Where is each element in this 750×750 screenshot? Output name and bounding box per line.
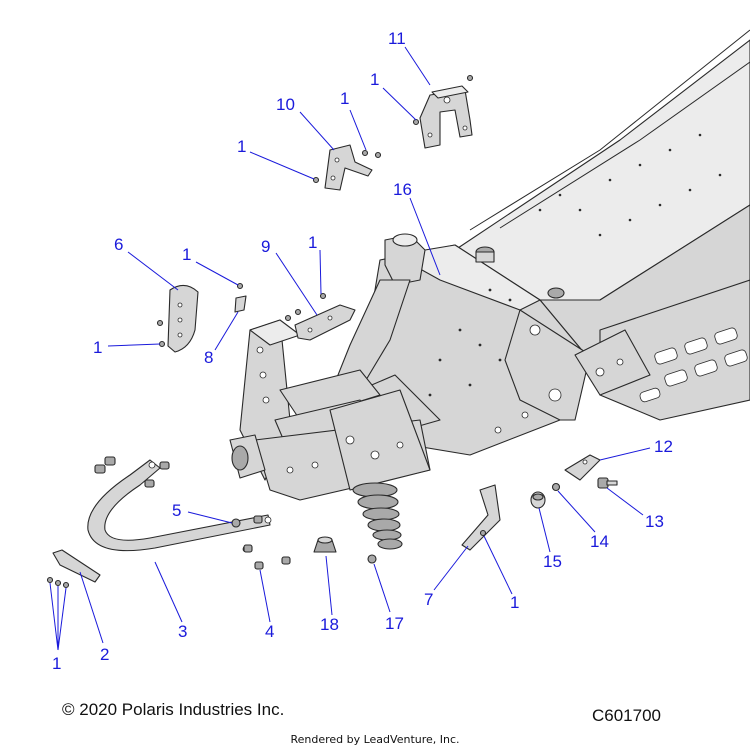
callout-labels: 11 1 10 1 1 16 6 1 9 1 8 1 12 5 13 14 15… xyxy=(52,29,673,673)
render-credit: Rendered by LeadVenture, Inc. xyxy=(290,733,460,746)
copyright-text: © 2020 Polaris Industries Inc. xyxy=(62,700,285,719)
callout-1: 1 xyxy=(510,593,519,612)
screw-6b xyxy=(158,340,166,348)
callout-16: 16 xyxy=(393,180,412,199)
callout-3: 3 xyxy=(178,622,187,641)
screw-8 xyxy=(236,282,244,290)
callout-1: 1 xyxy=(52,654,61,673)
front-frame xyxy=(229,319,431,501)
part-12-arm xyxy=(564,454,601,481)
bulkhead-holes xyxy=(428,288,562,434)
screw-10b xyxy=(374,151,382,159)
part-9-bracket xyxy=(294,304,356,341)
part-10-bracket xyxy=(324,144,373,191)
screw-9c xyxy=(294,308,302,316)
screw-2c xyxy=(62,581,70,589)
screw-6a xyxy=(156,319,164,327)
leader-lines xyxy=(49,46,651,651)
screw-9a xyxy=(319,292,327,300)
screw-11b xyxy=(466,74,474,82)
callout-15: 15 xyxy=(543,552,562,571)
part-6-panel xyxy=(167,284,199,353)
callout-1: 1 xyxy=(182,245,191,264)
part-5-nut xyxy=(231,518,241,528)
diagram-code: C601700 xyxy=(592,706,662,725)
part-11-bracket xyxy=(419,85,473,149)
screw-2a xyxy=(46,576,54,584)
callout-18: 18 xyxy=(320,615,339,634)
rail-cutouts xyxy=(639,327,748,403)
screw-10a xyxy=(361,149,369,157)
callout-1: 1 xyxy=(93,338,102,357)
callout-1: 1 xyxy=(370,70,379,89)
callout-9: 9 xyxy=(261,237,270,256)
screw-11a xyxy=(412,118,420,126)
tunnel-assembly xyxy=(454,29,750,421)
rubber-boot xyxy=(352,482,403,550)
tunnel-rivets xyxy=(538,133,722,237)
part-17-nut xyxy=(367,554,377,564)
callout-13: 13 xyxy=(645,512,664,531)
part-7-rod xyxy=(461,484,501,551)
callout-6: 6 xyxy=(114,235,123,254)
screw-10c xyxy=(312,176,320,184)
screw-9b xyxy=(284,314,292,322)
callout-12: 12 xyxy=(654,437,673,456)
screw-2b xyxy=(54,579,62,587)
screw-7 xyxy=(479,529,487,537)
callout-2: 2 xyxy=(100,645,109,664)
callout-10: 10 xyxy=(276,95,295,114)
part-18-mount xyxy=(313,536,337,553)
part-2-strap xyxy=(52,549,101,583)
callout-11: 11 xyxy=(388,29,406,48)
part-8-clip xyxy=(234,295,247,313)
callout-17: 17 xyxy=(385,614,404,633)
part-13-bolt xyxy=(597,477,618,489)
part-15-spacer xyxy=(530,491,546,509)
part-14-washer xyxy=(551,482,561,492)
callout-8: 8 xyxy=(204,348,213,367)
frame-holes xyxy=(256,346,404,474)
callout-1: 1 xyxy=(340,89,349,108)
callout-14: 14 xyxy=(590,532,609,551)
callout-4: 4 xyxy=(265,622,274,641)
callout-5: 5 xyxy=(172,501,181,520)
callout-1: 1 xyxy=(308,233,317,252)
callout-7: 7 xyxy=(424,590,433,609)
callout-1: 1 xyxy=(237,137,246,156)
bumper-bolts xyxy=(94,456,291,570)
